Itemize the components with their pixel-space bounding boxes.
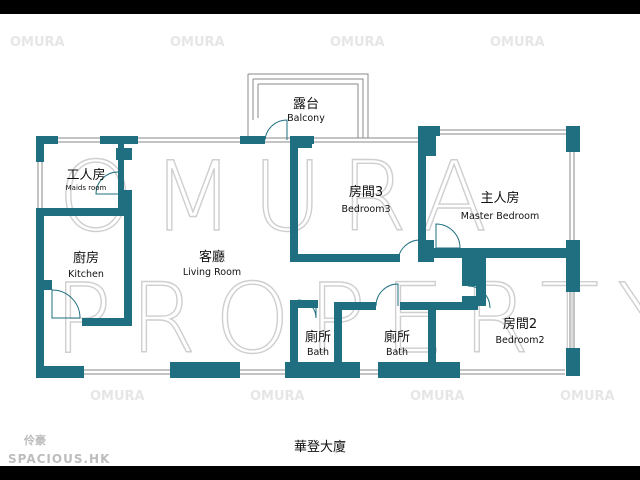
bedroom2-label-cn: 房間2	[503, 316, 537, 332]
watermark-tile: OMURA	[330, 35, 385, 50]
master-door	[435, 223, 461, 249]
doors	[51, 119, 491, 319]
window-bedroom3-top	[314, 137, 420, 143]
balcony-label-cn: 露台	[293, 97, 319, 112]
bedroom3-door	[397, 239, 421, 263]
bath2-door	[375, 283, 399, 307]
bath2-label-cn: 廁所	[384, 329, 410, 345]
logo-text-cn: 伶豪	[24, 434, 46, 447]
kitchen-label-en: Kitchen	[68, 269, 104, 280]
bath2-label-en: Bath	[386, 347, 408, 358]
bedroom3-label-en: Bedroom3	[341, 204, 390, 215]
building-name: 華登大廈	[293, 440, 346, 455]
windows	[37, 129, 575, 375]
maids-room-label-cn: 工人房	[66, 167, 105, 183]
watermark-tile: OMURA	[250, 389, 305, 404]
bedroom2-label-en: Bedroom2	[495, 335, 544, 346]
bedroom2-door	[467, 285, 491, 309]
balcony-door	[264, 119, 288, 141]
kitchen-label-cn: 廚房	[73, 250, 99, 266]
master-bedroom-label-en: Master Bedroom	[461, 211, 539, 222]
room-labels: 露台 Balcony 工人房 Maids room 廚房 Kitchen 客廳 …	[66, 97, 545, 358]
watermark-tile: OMURA	[410, 389, 465, 404]
window-bedroom2-bottom	[460, 369, 565, 375]
watermark-tile: OMURA	[170, 35, 225, 50]
maids-room-label-en: Maids room	[66, 184, 107, 192]
bottom-letterbox	[0, 466, 640, 480]
kitchen-door	[51, 289, 81, 319]
logo-text-en: SPACIOUS.HK	[8, 452, 111, 466]
watermark-line2: PROPERTY	[54, 263, 640, 375]
window-living-bottom-left	[84, 369, 170, 375]
bath1-label-cn: 廁所	[305, 329, 331, 345]
walls	[36, 126, 580, 378]
window-living-top	[138, 137, 240, 143]
spacious-logo: 伶豪 SPACIOUS.HK	[8, 432, 110, 467]
bedroom3-label-cn: 房間3	[349, 184, 383, 200]
watermark-tile: OMURA	[560, 389, 615, 404]
watermark-tile: OMURA	[90, 389, 145, 404]
living-room-label-en: Living Room	[183, 267, 241, 278]
window-top-left	[58, 137, 108, 143]
watermark-tile: OMURA	[490, 35, 545, 50]
watermark-tiles: OMURA OMURA OMURA OMURA OMURA OMURA OMUR…	[10, 35, 615, 404]
window-master-right	[569, 150, 575, 240]
master-bedroom-label-cn: 主人房	[480, 190, 519, 206]
window-living-bottom-right	[240, 369, 285, 375]
window-balcony-door	[265, 137, 290, 143]
top-letterbox	[0, 0, 640, 14]
maids-door	[95, 171, 119, 195]
bath1-label-en: Bath	[307, 347, 329, 358]
balcony-railing	[247, 73, 369, 138]
balcony-label-en: Balcony	[287, 113, 325, 124]
bath1-door	[297, 299, 317, 319]
window-master-top	[440, 129, 570, 135]
living-room-label-cn: 客廳	[199, 249, 225, 265]
window-bedroom2-right	[569, 290, 575, 350]
watermark-tile: OMURA	[10, 35, 65, 50]
window-maids-left	[37, 160, 43, 208]
